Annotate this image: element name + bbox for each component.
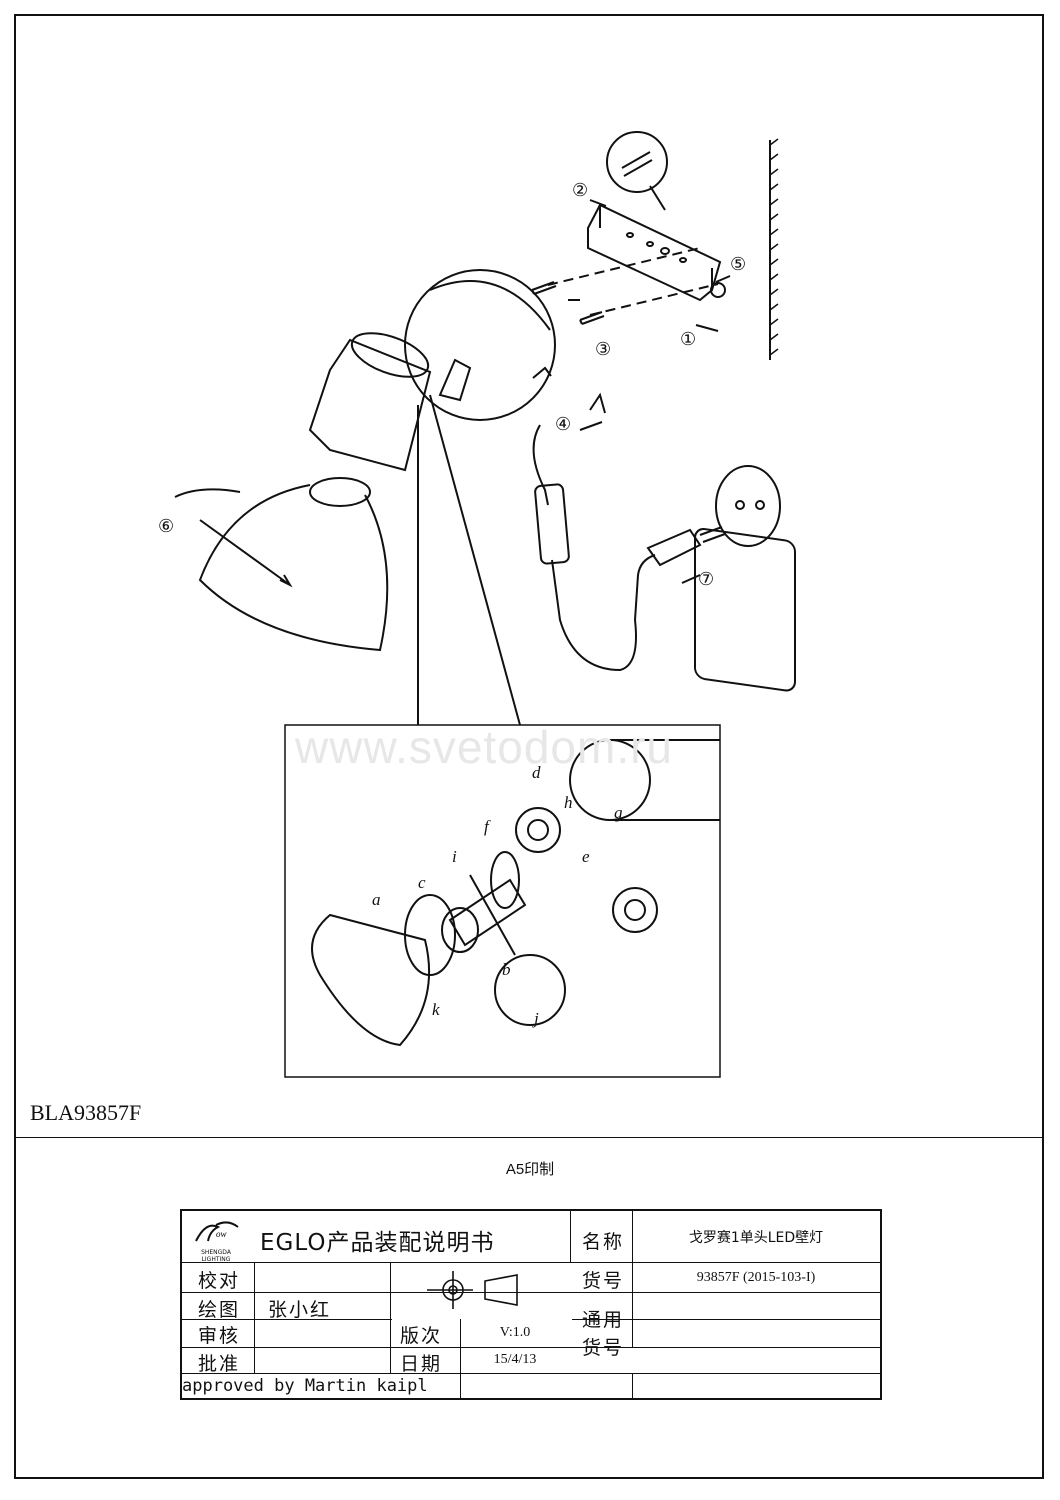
step-4-label: ④ xyxy=(555,414,571,434)
detail-label-b: b xyxy=(502,960,511,979)
section-divider xyxy=(14,1137,1044,1138)
step-1-label: ① xyxy=(680,329,696,349)
inline-switch xyxy=(534,483,570,565)
detail-label-d: d xyxy=(532,763,541,782)
plug xyxy=(646,528,702,567)
power-cable xyxy=(532,424,656,672)
detail-frame xyxy=(284,724,721,1078)
svg-text:ow: ow xyxy=(216,1229,227,1239)
detail-shade xyxy=(311,913,431,1047)
draw-value: 张小红 xyxy=(268,1299,332,1321)
name-label: 名称 xyxy=(582,1231,625,1253)
detail-label-e: e xyxy=(582,847,590,866)
logo-line-2: LIGHTING xyxy=(201,1256,231,1263)
approve-label: 批准 xyxy=(198,1353,241,1375)
step-2-label: ② xyxy=(572,180,588,200)
detail-label-h: h xyxy=(564,793,573,812)
logo-swoosh-icon: ow xyxy=(195,1221,239,1242)
assembly-diagram: ② ⑤ ③ ① ④ ⑥ ⑦ a b c d e f g h i j k xyxy=(158,131,796,1078)
check-label: 校对 xyxy=(198,1270,241,1292)
lamp-shade xyxy=(198,484,389,652)
projection-symbol-icon xyxy=(427,1271,518,1309)
print-format: A5印制 xyxy=(505,1161,555,1178)
model-code: BLA93857F xyxy=(30,1100,142,1125)
version-label: 版次 xyxy=(400,1325,443,1347)
code-value: 93857F (2015-103-I) xyxy=(696,1270,816,1285)
detail-label-k: k xyxy=(432,1000,440,1019)
common-label-2: 货号 xyxy=(582,1337,625,1359)
doc-title: EGLO产品装配说明书 xyxy=(260,1230,495,1256)
step-6-label: ⑥ xyxy=(158,516,174,536)
detail-label-j: j xyxy=(532,1009,539,1028)
draw-label: 绘图 xyxy=(198,1299,241,1321)
step-3-label: ③ xyxy=(595,339,611,359)
step-5-label: ⑤ xyxy=(730,254,746,274)
detail-label-f: f xyxy=(484,817,491,836)
date-value: 15/4/13 xyxy=(493,1352,537,1367)
watermark: www.svetodom.ru xyxy=(295,721,674,773)
common-label-1: 通用 xyxy=(582,1309,625,1331)
title-block: ow SHENGDA LIGHTING EGLO产品装配说明书 名称 戈罗赛1单… xyxy=(180,1209,882,1400)
spot-holder xyxy=(308,338,432,472)
brand-logo: ow SHENGDA LIGHTING xyxy=(188,1217,244,1263)
review-label: 审核 xyxy=(198,1325,241,1347)
approved-by: approved by Martin kaipl xyxy=(182,1376,428,1396)
name-value: 戈罗赛1单头LED壁灯 xyxy=(688,1230,824,1246)
wall-hatch xyxy=(769,138,779,356)
version-value: V:1.0 xyxy=(499,1325,531,1340)
mounting-bracket xyxy=(587,203,722,302)
logo-line-1: SHENGDA xyxy=(201,1249,231,1256)
step-7-label: ⑦ xyxy=(698,569,714,589)
detail-label-g: g xyxy=(614,803,623,822)
wall-socket xyxy=(694,527,796,692)
wall-canopy xyxy=(404,269,556,421)
page-frame xyxy=(14,14,1044,1479)
detail-label-i: i xyxy=(452,847,457,866)
detail-label-c: c xyxy=(418,873,426,892)
date-label: 日期 xyxy=(400,1353,443,1375)
detail-label-a: a xyxy=(372,890,381,909)
code-label: 货号 xyxy=(582,1270,625,1292)
